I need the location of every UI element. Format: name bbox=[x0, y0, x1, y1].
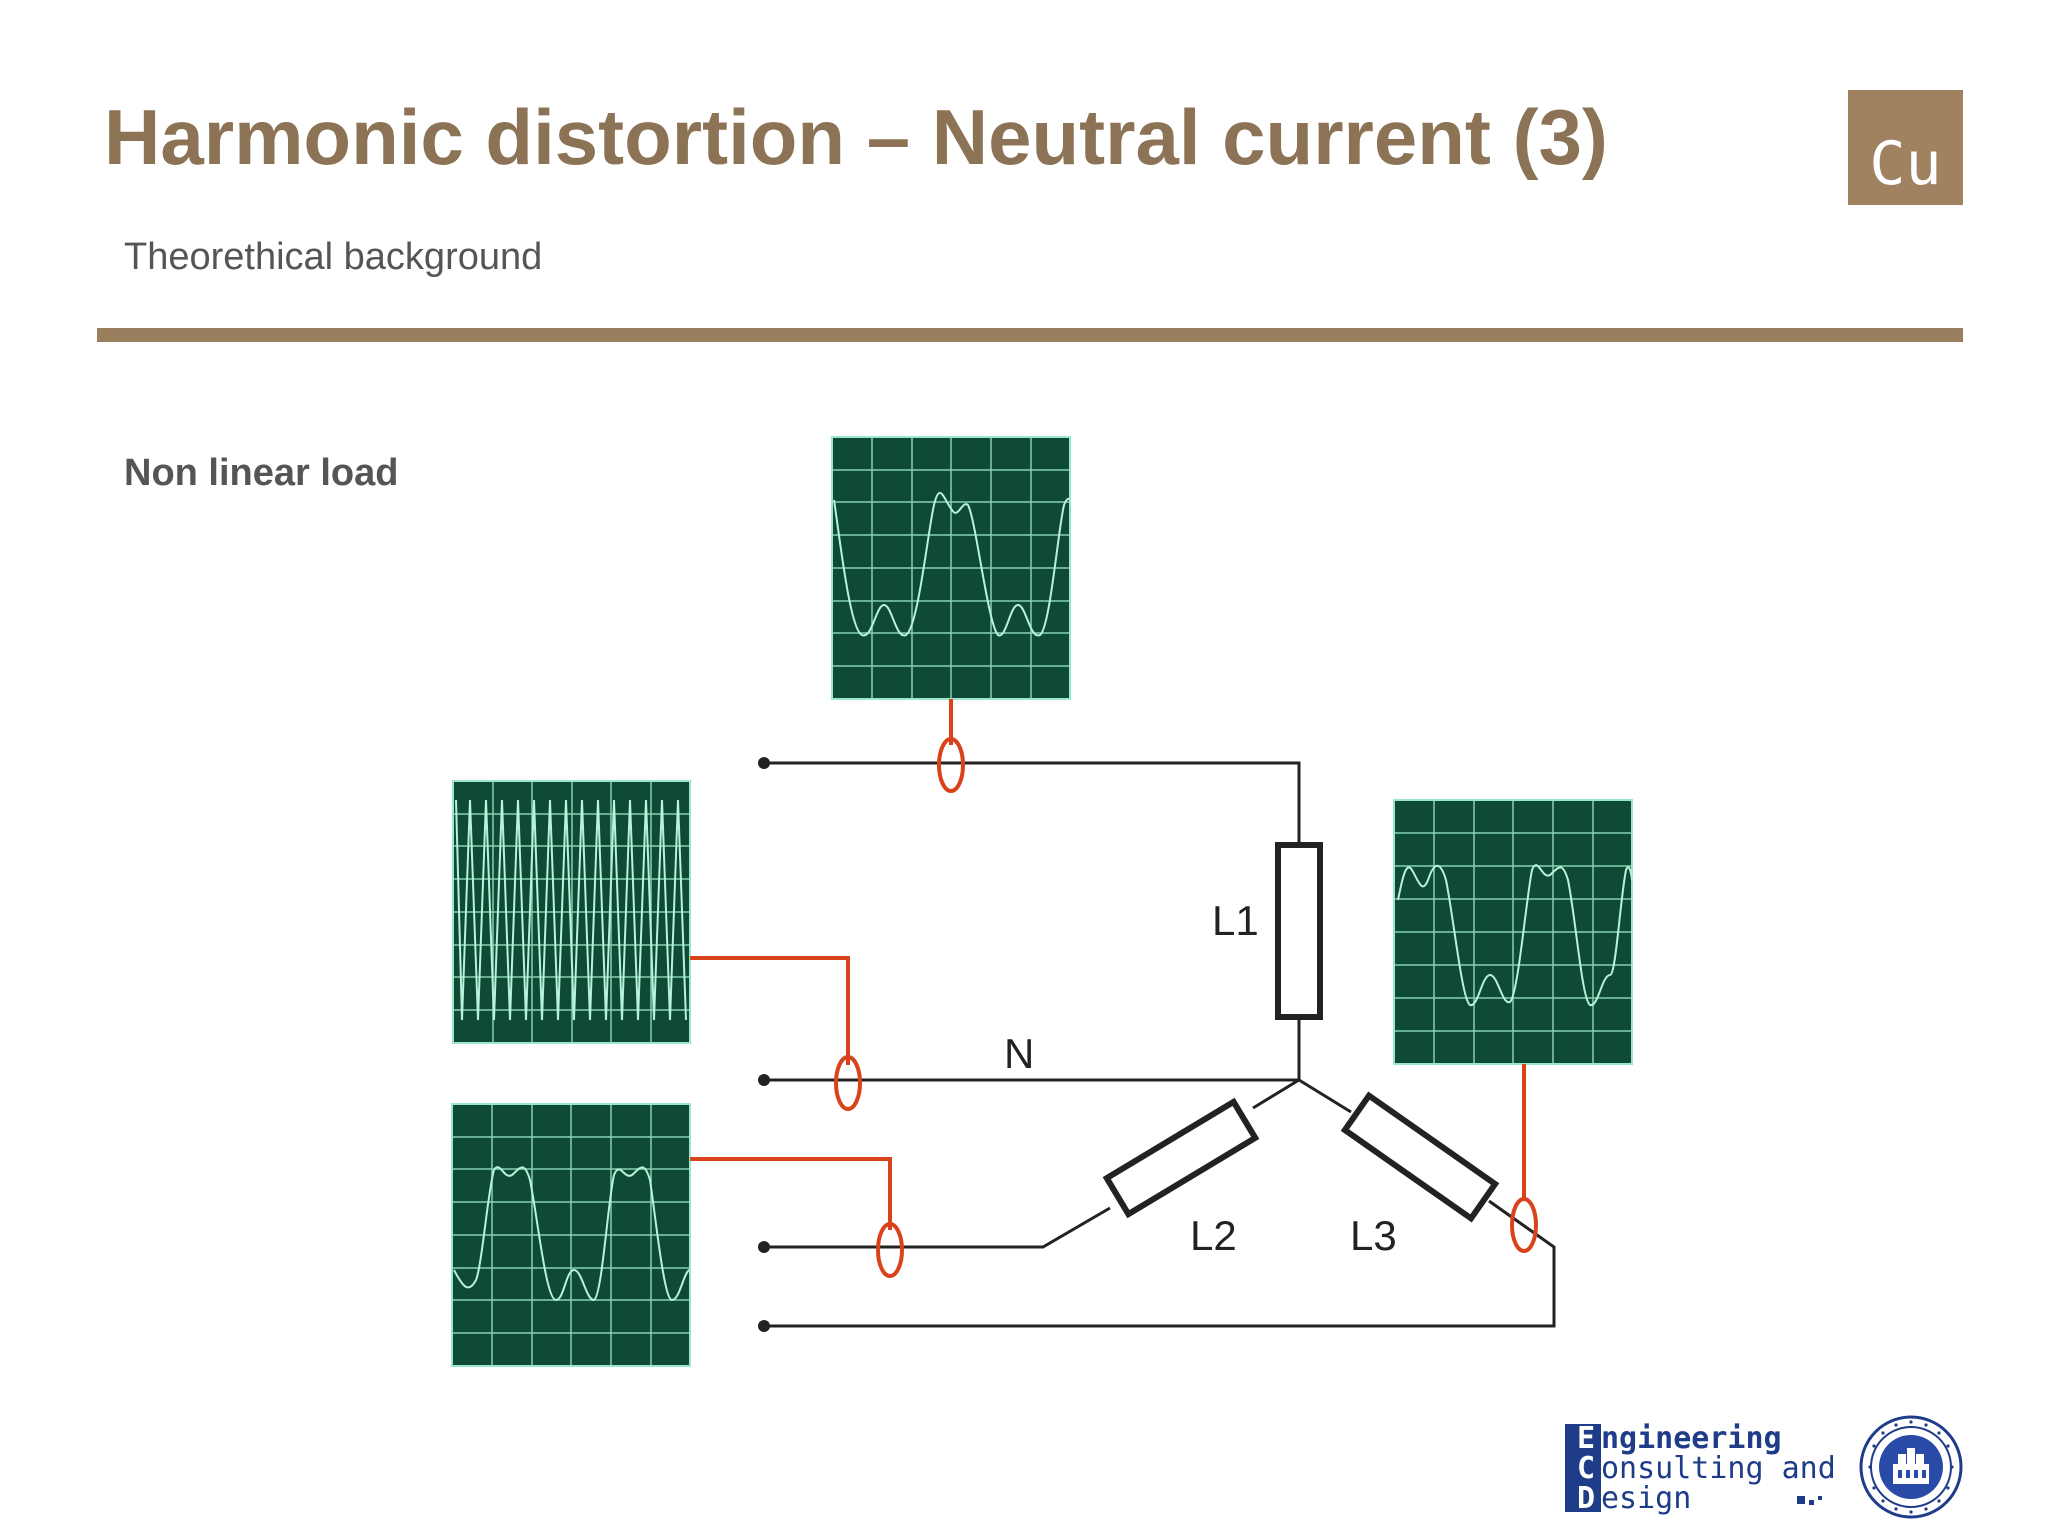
current-clamp-icon bbox=[876, 1222, 904, 1278]
waveform-phase-L1 bbox=[833, 491, 1071, 637]
ecd-dots-icon bbox=[1797, 1496, 1822, 1505]
waveform-phase-L3 bbox=[1397, 864, 1633, 1006]
page-subtitle: Theorethical background bbox=[124, 236, 543, 278]
waveform-phase-L2 bbox=[453, 1166, 691, 1302]
current-clamp-icon bbox=[937, 737, 965, 793]
label-L1: L1 bbox=[1212, 897, 1259, 944]
label-L3: L3 bbox=[1350, 1212, 1397, 1259]
terminal-dots bbox=[758, 757, 770, 1332]
cu-logo: Cu bbox=[1848, 90, 1963, 205]
current-clamp-icon bbox=[834, 1055, 862, 1111]
scope-L2 bbox=[451, 1103, 691, 1367]
waveform-neutral bbox=[455, 799, 687, 1021]
resistor-L3 bbox=[1340, 1091, 1500, 1223]
probe-leads bbox=[690, 699, 1526, 1230]
scope-L3 bbox=[1393, 799, 1633, 1065]
resistor-L1 bbox=[1275, 842, 1323, 1020]
current-clamps bbox=[834, 737, 1538, 1278]
resistor-L2 bbox=[1102, 1097, 1260, 1219]
ecd-logo-bar bbox=[1565, 1424, 1601, 1512]
page-title: Harmonic distortion – Neutral current (3… bbox=[104, 93, 1608, 181]
label-N: N bbox=[1004, 1030, 1034, 1077]
current-clamp-icon bbox=[1510, 1197, 1538, 1253]
university-seal-icon bbox=[1859, 1415, 1963, 1519]
header-divider bbox=[97, 328, 1963, 342]
scope-top bbox=[831, 436, 1071, 700]
label-L2: L2 bbox=[1190, 1212, 1237, 1259]
scope-neutral bbox=[452, 780, 691, 1044]
circuit-wires bbox=[764, 761, 1556, 1328]
section-label: Non linear load bbox=[124, 452, 399, 494]
